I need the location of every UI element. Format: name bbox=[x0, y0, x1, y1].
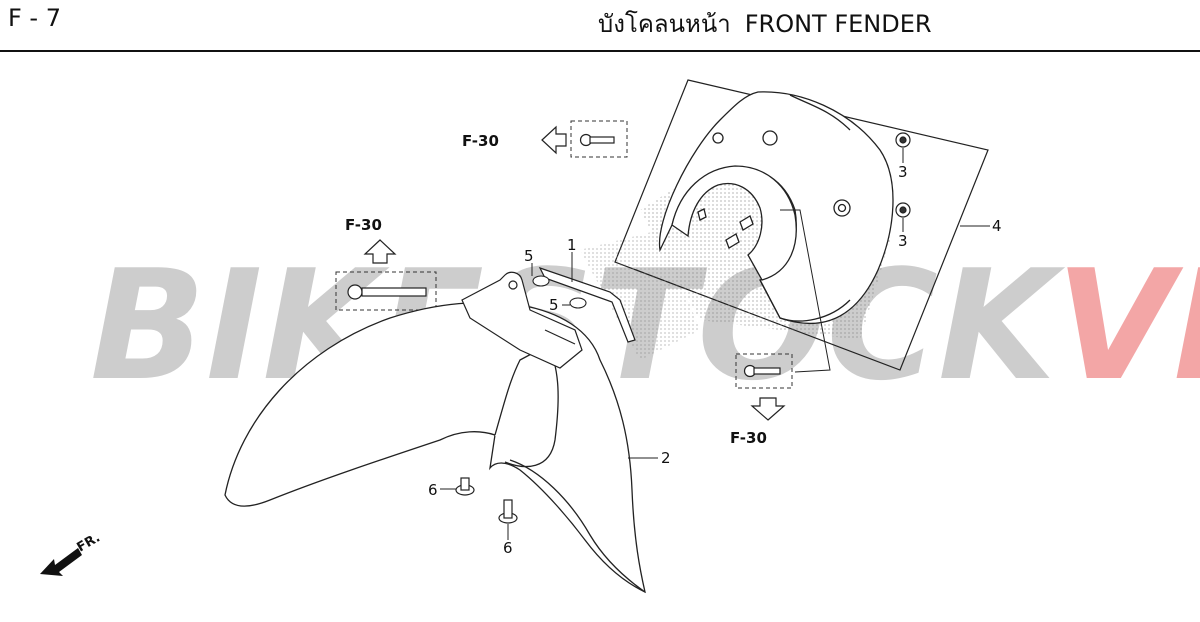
nut-3-lower bbox=[895, 202, 911, 218]
ref-arrow-bottom bbox=[750, 397, 786, 421]
callout-5-lower: 5 bbox=[549, 296, 559, 314]
ref-label-left: F-30 bbox=[345, 216, 382, 234]
front-direction-arrow-icon bbox=[40, 548, 82, 576]
page-title-english: FRONT FENDER bbox=[744, 10, 932, 38]
callout-6-left: 6 bbox=[428, 481, 438, 499]
ref-label-top: F-30 bbox=[462, 132, 499, 150]
page-code: F - 7 bbox=[8, 4, 61, 32]
page-title-thai: บังโคลนหน้า bbox=[598, 10, 731, 38]
callout-5-upper: 5 bbox=[524, 247, 534, 265]
callout-2: 2 bbox=[661, 449, 671, 467]
screw-6-right bbox=[498, 499, 518, 524]
callout-6-right: 6 bbox=[503, 539, 513, 557]
callout-3-lower: 3 bbox=[898, 232, 908, 250]
ref-label-bottom: F-30 bbox=[730, 429, 767, 447]
washer-5-upper bbox=[532, 275, 550, 287]
screw-6-left bbox=[455, 477, 475, 496]
bolt-box-left bbox=[335, 271, 437, 311]
front-cover-part bbox=[658, 91, 894, 324]
header-rule bbox=[0, 50, 1200, 52]
bolt-box-bottom bbox=[735, 353, 793, 389]
front-direction-label: FR. bbox=[75, 530, 103, 555]
page-header: F - 7 บังโคลนหน้า FRONT FENDER bbox=[0, 0, 1200, 52]
page-title: บังโคลนหน้า FRONT FENDER bbox=[598, 4, 932, 43]
watermark-part2: VN bbox=[1056, 237, 1200, 414]
callout-4: 4 bbox=[992, 217, 1002, 235]
callout-3-upper: 3 bbox=[898, 163, 908, 181]
fender-bracket-part bbox=[461, 266, 636, 369]
front-fender-part bbox=[224, 301, 646, 594]
washer-5-lower bbox=[569, 297, 587, 309]
cover-assembly-box bbox=[614, 79, 989, 371]
bolt-box-top bbox=[570, 120, 628, 158]
leader-lines bbox=[440, 148, 990, 540]
leader-cover-bolt bbox=[780, 209, 831, 373]
nut-3-upper bbox=[895, 132, 911, 148]
callout-1: 1 bbox=[567, 236, 577, 254]
ref-arrow-top bbox=[541, 125, 567, 155]
ref-arrow-left bbox=[363, 239, 397, 264]
